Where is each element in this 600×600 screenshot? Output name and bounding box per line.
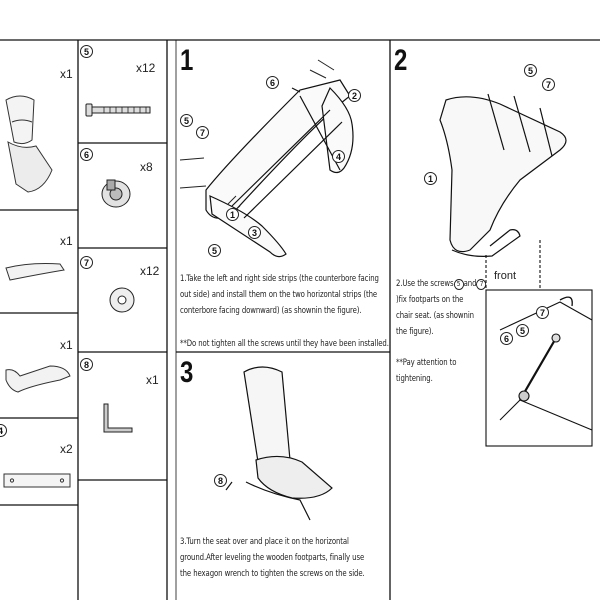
step3-text-line3: the hexagon wrench to tighten the screws… — [180, 568, 365, 578]
step2-inset-callout-5: 5 — [516, 324, 529, 337]
step2-callout-1: 1 — [424, 172, 437, 185]
step2-text-1b: and — [463, 278, 477, 288]
part-b-qty: x1 — [60, 234, 73, 248]
part-washer-qty: x12 — [140, 264, 160, 278]
screw-part-icon — [85, 103, 151, 117]
step2-number: 2 — [394, 44, 408, 77]
step1-callout-2: 2 — [348, 89, 361, 102]
step1-callout-1: 1 — [226, 208, 239, 221]
step1-callout-7: 7 — [196, 126, 209, 139]
step2-inset-callout-7: 7 — [536, 306, 549, 319]
step1-callout-6: 6 — [266, 76, 279, 89]
step1-text-line3: conterbore facing downward) (as shownin … — [180, 305, 362, 315]
step2-chair-drawing — [439, 93, 567, 257]
step1-callout-3: 3 — [248, 226, 261, 239]
step2-screw-ref-7: 7 — [476, 279, 487, 290]
step1-text-line1: 1.Take the left and right side strips (t… — [180, 273, 379, 283]
step3-text-line2: ground.After leveling the wooden footpar… — [180, 552, 365, 562]
step3-number: 3 — [180, 356, 194, 389]
side-strip-part-icon — [5, 365, 71, 393]
step1-note: **Do not tighten all the screws until th… — [180, 338, 389, 348]
step2-note-line1: **Pay attention to — [396, 357, 457, 367]
step2-screw-ref-5: 5 — [453, 279, 464, 290]
step1-callout-5b: 5 — [208, 244, 221, 257]
chair-part-icon — [5, 95, 53, 193]
step2-front-label: front — [494, 270, 517, 282]
step1-number: 1 — [180, 44, 194, 77]
step3-callout-8: 8 — [214, 474, 227, 487]
detail-inset-frame — [485, 289, 593, 447]
part-nut-qty: x8 — [140, 160, 153, 174]
part-nut-number: 6 — [80, 148, 93, 161]
step3-text-line1: 3.Turn the seat over and place it on the… — [180, 536, 349, 546]
hex-wrench-icon — [103, 403, 133, 433]
step2-text-line3: chair seat. (as shownin — [396, 310, 474, 320]
part-wrench-number: 8 — [80, 358, 93, 371]
footpart-bar-icon — [3, 473, 71, 488]
part-a-qty: x1 — [60, 67, 73, 81]
step1-text-line2: out side) and install them on the two ho… — [180, 289, 378, 299]
step2-detail-inset — [485, 240, 593, 447]
part-d-qty: x2 — [60, 442, 73, 456]
step2-text-line4: the figure). — [396, 326, 434, 336]
part-c-qty: x1 — [60, 338, 73, 352]
part-screw-qty: x12 — [136, 61, 156, 75]
step2-text-1a: 2.Use the screws — [396, 278, 454, 288]
step1-callout-4: 4 — [332, 150, 345, 163]
step2-note-line2: tightening. — [396, 373, 433, 383]
step1-callout-5a: 5 — [180, 114, 193, 127]
step1-frame-drawing — [205, 79, 354, 258]
step2-callout-5: 5 — [524, 64, 537, 77]
part-screw-number: 5 — [80, 45, 93, 58]
washer-icon — [109, 287, 135, 313]
strip-part-icon — [5, 263, 65, 281]
part-wrench-qty: x1 — [146, 373, 159, 387]
step2-text-line2: )fix footparts on the — [396, 294, 464, 304]
step2-inset-callout-6: 6 — [500, 332, 513, 345]
step2-callout-7: 7 — [542, 78, 555, 91]
step3-chair-drawing — [225, 366, 333, 521]
barrel-nut-icon — [101, 179, 131, 208]
part-washer-number: 7 — [80, 256, 93, 269]
